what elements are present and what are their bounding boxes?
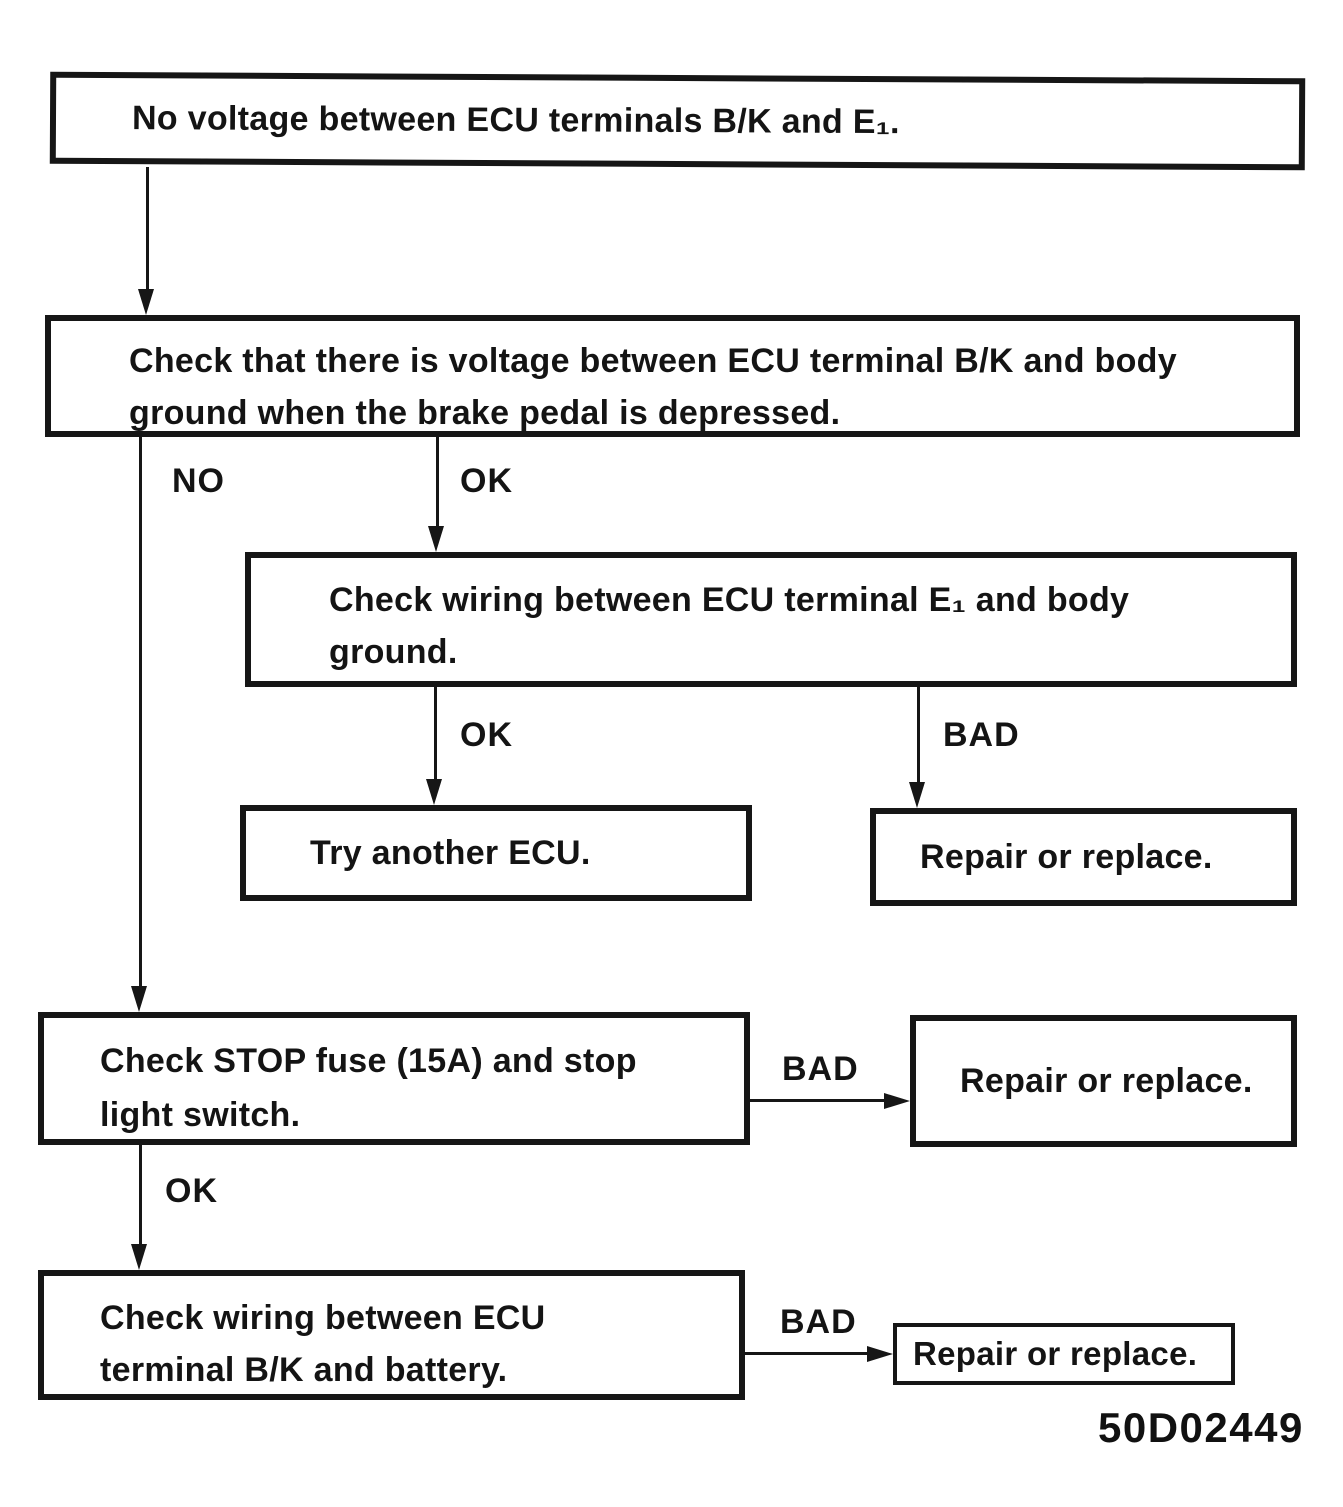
flow-node-check-wiring-e1-body: Check wiring between ECU terminal E₁ and… — [245, 552, 1297, 687]
flow-node-repair-or-replace-3: Repair or replace. — [893, 1323, 1235, 1385]
flow-node-text-line: ground. — [329, 633, 458, 671]
connector-n3-n5-line — [917, 687, 920, 782]
flow-node-text-line: Check that there is voltage between ECU … — [129, 342, 1177, 380]
flow-node-repair-or-replace-1: Repair or replace. — [870, 808, 1297, 906]
flow-node-text: Repair or replace. — [913, 1335, 1198, 1372]
connector-n2-n3-line — [436, 437, 439, 526]
connector-n6-n7-line — [750, 1099, 886, 1102]
connector-n1-n2-line — [146, 167, 149, 291]
flow-node-check-voltage-bk-body: Check that there is voltage between ECU … — [45, 315, 1300, 437]
flow-node-no-voltage: No voltage between ECU terminals B/K and… — [49, 71, 1306, 171]
arrow-right-icon — [884, 1093, 910, 1109]
flow-node-text-line: ground when the brake pedal is depressed… — [129, 394, 841, 432]
edge-label-no: NO — [172, 462, 225, 500]
flow-node-text-line: terminal B/K and battery. — [100, 1351, 508, 1389]
flow-node-text-line: Check wiring between ECU — [100, 1299, 546, 1337]
flow-node-text-line: light switch. — [100, 1096, 301, 1134]
flow-node-text-line: Check wiring between ECU terminal E₁ and… — [329, 581, 1130, 619]
figure-code: 50D02449 — [1098, 1404, 1304, 1451]
edge-label-bad: BAD — [943, 716, 1020, 754]
arrow-down-icon — [138, 289, 154, 315]
connector-n2-n6-line — [139, 437, 142, 986]
edge-label-bad: BAD — [780, 1303, 857, 1341]
flow-node-text: Repair or replace. — [920, 837, 1213, 876]
arrow-right-icon — [867, 1346, 893, 1362]
flow-node-text: No voltage between ECU terminals B/K and… — [131, 98, 900, 141]
flow-node-text-line: Check STOP fuse (15A) and stop — [100, 1042, 637, 1080]
edge-label-ok: OK — [165, 1172, 218, 1210]
flow-node-check-wiring-bk-battery: Check wiring between ECU terminal B/K an… — [38, 1270, 745, 1400]
edge-label-ok: OK — [460, 716, 513, 754]
arrow-down-icon — [428, 526, 444, 552]
edge-label-bad: BAD — [782, 1050, 859, 1088]
flow-node-repair-or-replace-2: Repair or replace. — [910, 1015, 1297, 1147]
connector-n8-n9-line — [745, 1352, 869, 1355]
flow-node-check-stop-fuse: Check STOP fuse (15A) and stop light swi… — [38, 1012, 750, 1145]
arrow-down-icon — [131, 986, 147, 1012]
flow-node-text: Repair or replace. — [960, 1061, 1253, 1100]
edge-label-ok: OK — [460, 462, 513, 500]
flow-node-text: Try another ECU. — [310, 833, 591, 872]
connector-n6-n8-line — [139, 1145, 142, 1244]
arrow-down-icon — [426, 779, 442, 805]
flow-node-try-another-ecu: Try another ECU. — [240, 805, 752, 901]
arrow-down-icon — [909, 782, 925, 808]
connector-n3-n4-line — [434, 687, 437, 779]
arrow-down-icon — [131, 1244, 147, 1270]
